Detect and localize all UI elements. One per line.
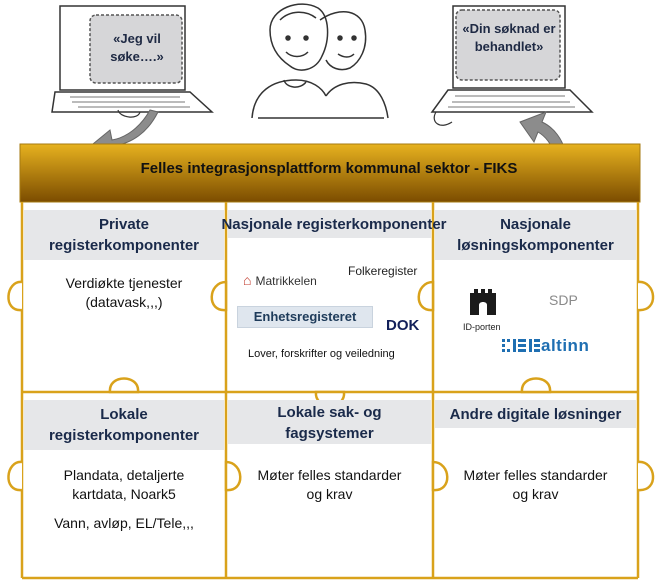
banner-title: Felles integrasjonsplattform kommunal se… (140, 160, 518, 177)
national-solution-title: Nasjonale løsningskomponenter (435, 214, 636, 256)
title-backgrounds (24, 210, 636, 450)
local-case-title-line1: Lokale sak- og (277, 404, 382, 421)
left-screen-text: «Jeg vil søke….» (96, 30, 178, 66)
right-screen-line1: «Din søknad er (462, 21, 556, 36)
local-register-title-line2: registerkomponenter (48, 427, 200, 444)
matrikkelen-label: Matrikkelen (255, 274, 317, 288)
altinn-icon (502, 339, 540, 352)
idporten-icon (466, 285, 500, 317)
local-register-title-line1: Lokale (100, 406, 148, 423)
right-laptop (430, 5, 594, 126)
idporten-label: ID-porten (463, 322, 501, 332)
local-case-text-line2: og krav (306, 486, 353, 502)
other-text-line1: Møter felles standarder (463, 467, 608, 483)
left-laptop (51, 5, 214, 118)
enhetsregisteret-logo: Enhetsregisteret (237, 306, 373, 328)
local-register-title: Lokale registerkomponenter (24, 404, 224, 446)
right-screen-text: «Din søknad er behandlet» (458, 20, 560, 56)
local-case-title: Lokale sak- og fagsystemer (228, 402, 431, 444)
dok-label: DOK (386, 317, 420, 334)
private-text-line2: (datavask,,,) (85, 294, 163, 310)
other-text: Møter felles standarder og krav (435, 466, 636, 504)
local-register-text-line1: Plandata, detaljerte (63, 467, 185, 483)
local-register-text: Plandata, detaljerte kartdata, Noark5 (24, 466, 224, 504)
sdp-label: SDP (549, 292, 578, 308)
private-title-line1: Private (98, 216, 150, 233)
private-title-line2: registerkomponenter (48, 237, 200, 254)
folkeregister-label: Folkeregister (348, 264, 418, 278)
private-text-line1: Verdiøkte tjenester (65, 275, 183, 291)
left-screen-line2: søke….» (110, 49, 164, 64)
other-text-line2: og krav (512, 486, 559, 502)
local-register-text-line3: Vann, avløp, EL/Tele,,, (54, 515, 194, 531)
local-case-text: Møter felles standarder og krav (228, 466, 431, 504)
matrikkelen-logo: ⌂Matrikkelen (243, 272, 317, 288)
local-register-text-line2: kartdata, Noark5 (72, 486, 176, 502)
national-solution-title-line2: løsningskomponenter (457, 237, 614, 254)
national-solution-title-line1: Nasjonale (500, 216, 571, 233)
house-icon: ⌂ (243, 272, 252, 288)
private-text: Verdiøkte tjenester (datavask,,,) (24, 274, 224, 312)
national-register-title: Nasjonale registerkomponenter (221, 216, 447, 233)
puzzle-knobs (7, 280, 655, 492)
local-case-title-line2: fagsystemer (285, 425, 374, 442)
people-illustration (251, 3, 389, 119)
fiks-banner (19, 143, 641, 203)
right-screen-line2: behandlet» (474, 39, 544, 54)
lover-label: Lover, forskrifter og veiledning (248, 348, 395, 360)
other-title: Andre digitale løsninger (449, 406, 622, 423)
altinn-label: altinn (541, 336, 590, 355)
left-screen-line1: «Jeg vil (113, 31, 161, 46)
private-title: Private registerkomponenter (24, 214, 224, 256)
local-case-text-line1: Møter felles standarder (257, 467, 402, 483)
